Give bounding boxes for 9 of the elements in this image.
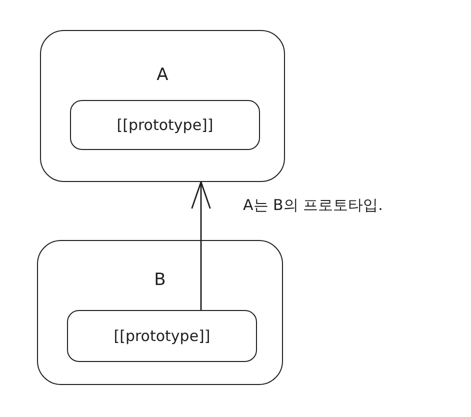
arrow [191, 181, 211, 310]
object-label: B [153, 270, 167, 290]
object-box [37, 240, 283, 385]
slot-label: [[prototype]] [116, 116, 214, 134]
object-box [40, 30, 285, 182]
object-label: A [156, 65, 170, 85]
slot-label: [[prototype]] [114, 327, 210, 345]
prototype-slot-box [67, 310, 257, 362]
prototype-slot-box [70, 100, 260, 150]
